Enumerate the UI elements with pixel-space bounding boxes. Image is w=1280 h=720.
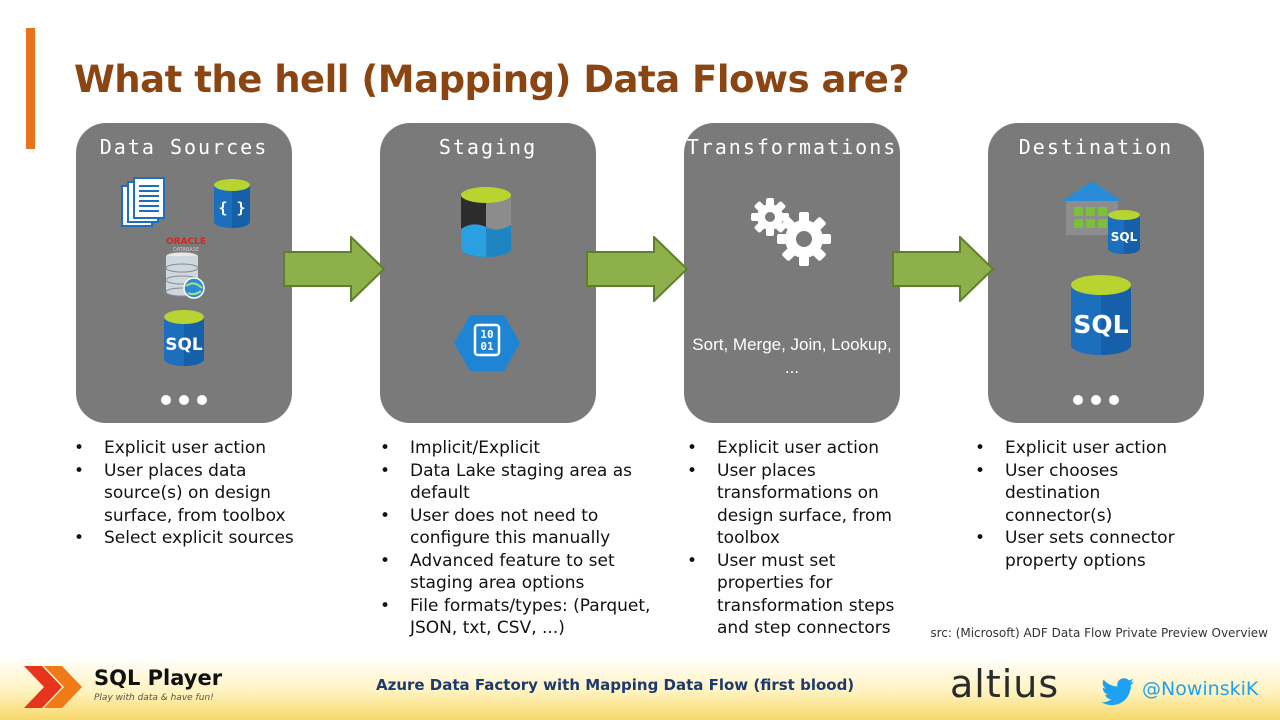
- json-icon-label: { }: [218, 199, 245, 217]
- bullet-item: Advanced feature to set staging area opt…: [380, 550, 655, 595]
- presentation-title: Azure Data Factory with Mapping Data Flo…: [376, 676, 855, 694]
- sql-icon-label: SQL: [1073, 310, 1128, 339]
- bullet-item: User sets connector property options: [975, 527, 1210, 572]
- stage-title: Staging: [438, 135, 538, 159]
- stage-card-data-sources: Data Sources { } ORACLE DATABASE SQL: [76, 123, 292, 423]
- stage-card-transformations: Transformations Sort, Merge, Join, Looku…: [684, 123, 900, 423]
- title-accent-bar: [26, 28, 35, 149]
- oracle-icon-label: ORACLE: [166, 237, 206, 247]
- stage-title: Destination: [1018, 135, 1174, 159]
- bullet-item: User chooses destination connector(s): [975, 460, 1210, 528]
- footer-bar: SQL Player Play with data & have fun! Az…: [0, 656, 1280, 720]
- sql-icon-label: SQL: [165, 335, 203, 355]
- bullet-item: User does not need to configure this man…: [380, 505, 655, 550]
- sql-small-icon-label: SQL: [1111, 230, 1138, 244]
- more-icon: [76, 390, 292, 409]
- stage-title: Data Sources: [99, 135, 269, 159]
- oracle-icon-sublabel: DATABASE: [173, 247, 199, 253]
- flow-arrow-icon: [283, 236, 385, 302]
- binary-icon-label-top: 10: [480, 328, 493, 341]
- data-sources-bullets: Explicit user action User places data so…: [74, 437, 314, 550]
- flow-arrow-icon: [892, 236, 994, 302]
- more-icon: [988, 390, 1204, 409]
- bullet-item: User must set properties for transformat…: [687, 550, 927, 640]
- binary-icon-label-bottom: 01: [480, 340, 494, 353]
- bullet-item: User places data source(s) on design sur…: [74, 460, 314, 528]
- data-lake-storage-icon: [461, 187, 511, 257]
- binary-blob-icon: 10 01: [454, 315, 520, 371]
- oracle-database-icon: ORACLE DATABASE: [165, 237, 206, 299]
- data-warehouse-icon: SQL: [1062, 181, 1140, 254]
- transformations-caption: Sort, Merge, Join, Lookup, ...: [692, 335, 892, 377]
- sql-player-chevron-icon: [24, 666, 82, 708]
- bullet-item: Explicit user action: [74, 437, 314, 460]
- documents-icon: [121, 177, 165, 227]
- bullet-item: Select explicit sources: [74, 527, 314, 550]
- bullet-item: User places transformations on design su…: [687, 460, 927, 550]
- twitter-handle[interactable]: @NowinskiK: [1142, 678, 1259, 700]
- bullet-item: File formats/types: (Parquet, JSON, txt,…: [380, 595, 655, 640]
- slide-title: What the hell (Mapping) Data Flows are?: [74, 58, 910, 101]
- bullet-item: Explicit user action: [687, 437, 927, 460]
- twitter-icon: [1101, 678, 1134, 706]
- transformations-bullets: Explicit user action User places transfo…: [687, 437, 927, 640]
- company-logo: altius: [950, 662, 1060, 706]
- bullet-item: Implicit/Explicit: [380, 437, 655, 460]
- bullet-item: Data Lake staging area as default: [380, 460, 655, 505]
- flow-arrow-icon: [586, 236, 688, 302]
- gears-icon: [751, 198, 831, 266]
- sql-database-icon: SQL: [1071, 275, 1131, 355]
- brand-tagline: Play with data & have fun!: [94, 693, 214, 703]
- bullet-item: Explicit user action: [975, 437, 1210, 460]
- sql-database-icon: SQL: [164, 310, 204, 366]
- json-database-icon: { }: [214, 179, 250, 228]
- sql-player-logo: SQL Player Play with data & have fun!: [22, 658, 222, 716]
- source-note: src: (Microsoft) ADF Data Flow Private P…: [930, 626, 1268, 640]
- brand-name: SQL Player: [94, 666, 223, 690]
- stage-title: Transformations: [686, 135, 898, 159]
- stage-card-staging: Staging 10 01: [380, 123, 596, 423]
- stage-card-destination: Destination SQL SQL: [988, 123, 1204, 423]
- staging-bullets: Implicit/Explicit Data Lake staging area…: [380, 437, 655, 640]
- destination-bullets: Explicit user action User chooses destin…: [975, 437, 1210, 572]
